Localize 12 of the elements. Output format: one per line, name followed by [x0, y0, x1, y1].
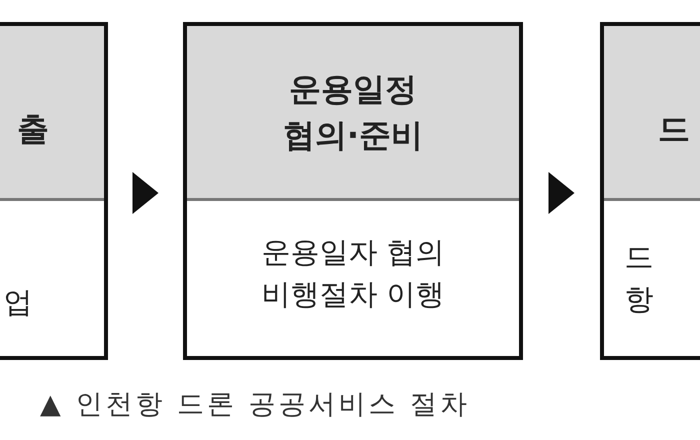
- arrow: [132, 172, 158, 214]
- caption: ▲ 인천항 드론 공공서비스 절차: [40, 388, 470, 422]
- step-title: 드: [657, 109, 691, 150]
- step-description: 업: [2, 284, 34, 321]
- arrow: [548, 172, 574, 214]
- step-description: 운용일자 협의 비행절차 이행: [260, 234, 446, 314]
- process-box: [0, 22, 108, 360]
- step-title: 출: [16, 109, 50, 150]
- step-title: 운용일정 협의·준비: [282, 69, 424, 156]
- process-box: [600, 22, 700, 360]
- step-description: 드 항: [624, 239, 654, 318]
- process-box: [183, 22, 523, 360]
